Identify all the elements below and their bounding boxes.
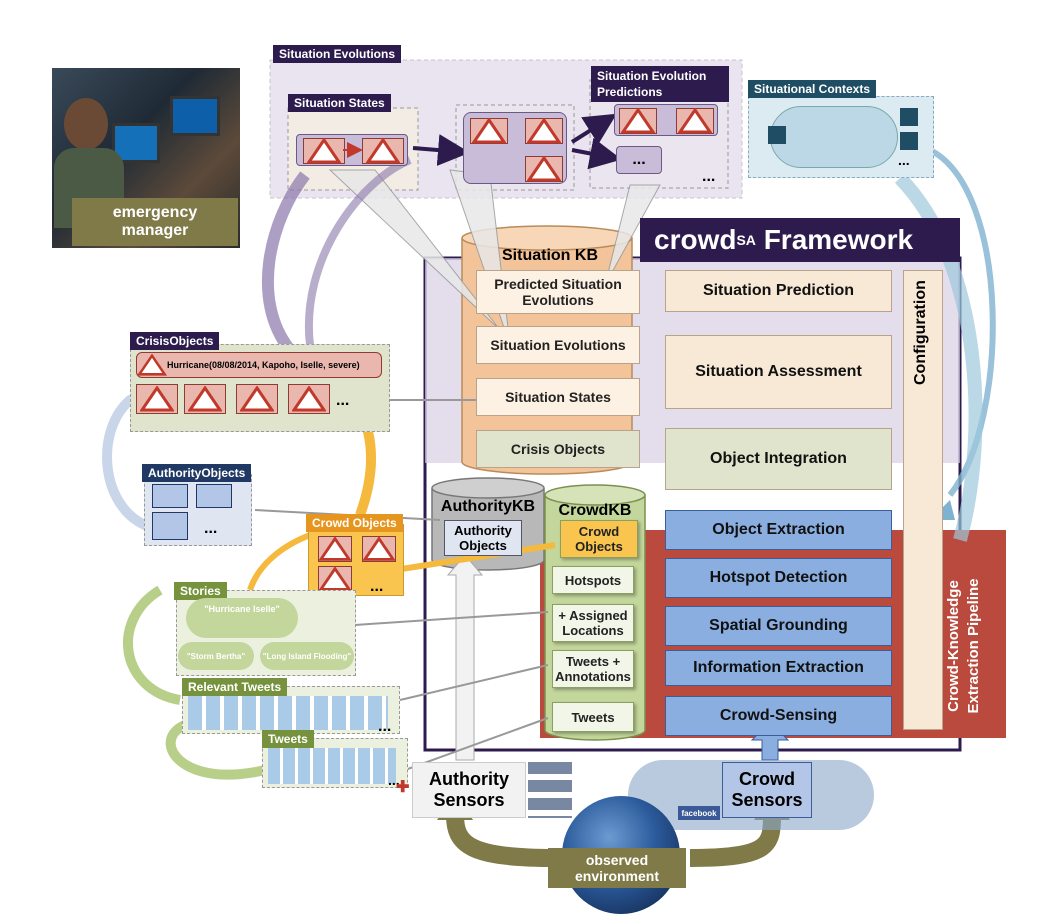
context-node-icon: [900, 108, 918, 126]
authority-kb-title: AuthorityKB: [440, 498, 536, 515]
evolution-state-1[interactable]: [470, 118, 508, 144]
arrow-right-icon: [343, 142, 363, 158]
evolution-state-2[interactable]: [525, 118, 563, 144]
authority-objects-kb[interactable]: Authority Objects: [444, 520, 522, 556]
situation-evolutions-tag: Situation Evolutions: [273, 45, 401, 63]
kb-crisis-objects[interactable]: Crisis Objects: [476, 430, 640, 468]
situation-evolution-predictions-tag: Situation Evolution Predictions: [591, 66, 729, 102]
storm-icon: [319, 536, 351, 561]
tweets-ellipsis: ...: [388, 772, 400, 788]
crisis-objects-ellipsis: ...: [336, 392, 350, 409]
crowd-kb-title: CrowdKB: [558, 502, 632, 519]
monitor-icon: [170, 96, 220, 136]
story-2[interactable]: "Storm Bertha": [178, 642, 254, 670]
crowd-sensing-box[interactable]: Crowd-Sensing: [665, 696, 892, 736]
tweets-tag: Tweets: [262, 730, 314, 748]
situation-state-1[interactable]: [303, 138, 345, 164]
framework-title-main: crowd: [654, 224, 737, 255]
prediction-ellipsis: ...: [702, 168, 716, 185]
framework-title-rest: Framework: [755, 224, 914, 255]
information-extraction-box[interactable]: Information Extraction: [665, 650, 892, 686]
stories-tag: Stories: [174, 582, 227, 600]
crowd-objects-tag: Crowd Objects: [306, 514, 403, 532]
prediction-state-1[interactable]: [619, 108, 657, 134]
flood-icon: [621, 108, 655, 134]
tweets-grid: [268, 748, 396, 784]
authority-objects-tag: AuthorityObjects: [142, 464, 252, 482]
situational-contexts-tag: Situational Contexts: [748, 80, 877, 98]
spatial-grounding-box[interactable]: Spatial Grounding: [665, 606, 892, 646]
emergency-manager-label: emergency manager: [72, 198, 238, 246]
configuration-label: Configuration: [912, 280, 929, 385]
crisis-object-3[interactable]: [236, 384, 278, 414]
authority-object-1[interactable]: [152, 484, 188, 508]
context-node-icon: [900, 132, 918, 150]
framework-title-sup: SA: [736, 232, 756, 248]
configuration-box[interactable]: [903, 270, 943, 730]
pipeline-label: Crowd-Knowledge Extraction Pipeline: [945, 578, 982, 714]
observed-environment-label: observed environment: [548, 848, 686, 888]
crisis-object-2[interactable]: [184, 384, 226, 414]
authority-sensors-box[interactable]: Authority Sensors: [412, 762, 526, 818]
situation-states-tag: Situation States: [288, 94, 391, 112]
crowd-kb-assigned-locations[interactable]: + Assigned Locations: [552, 604, 634, 642]
crowd-kb-tweets-annotations[interactable]: Tweets + Annotations: [552, 650, 634, 688]
hotspot-detection-box[interactable]: Hotspot Detection: [665, 558, 892, 598]
authority-objects-ellipsis: ...: [204, 520, 218, 537]
relevant-tweets-tag: Relevant Tweets: [182, 678, 288, 696]
flood-icon: [363, 536, 395, 561]
lightning-icon: [678, 108, 712, 134]
authority-object-3[interactable]: [152, 512, 188, 540]
evolution-state-3[interactable]: [525, 156, 563, 182]
story-3[interactable]: "Long Island Flooding": [260, 642, 354, 670]
crisis-object-4[interactable]: [288, 384, 330, 414]
situation-kb-title: Situation KB: [502, 247, 598, 264]
person-icon: [64, 98, 108, 150]
crowd-objects-ellipsis: ...: [370, 578, 384, 595]
relevant-tweets-ellipsis: ...: [378, 718, 392, 735]
context-ellipsis: ...: [898, 152, 910, 168]
mountain-icon: [366, 138, 400, 164]
hurricane-record-text: Hurricane(08/08/2014, Kapoho, Iselle, se…: [167, 360, 360, 370]
crisis-objects-tag: CrisisObjects: [130, 332, 220, 350]
crowd-kb-tweets[interactable]: Tweets: [552, 702, 634, 732]
authority-object-2[interactable]: [196, 484, 232, 508]
lightning-icon: [319, 566, 351, 591]
hurricane-record[interactable]: Hurricane(08/08/2014, Kapoho, Iselle, se…: [136, 352, 382, 378]
hurricane-icon: [137, 354, 167, 376]
situation-state-2[interactable]: [362, 138, 404, 164]
object-integration-box[interactable]: Object Integration: [665, 428, 892, 490]
kb-situation-evolutions[interactable]: Situation Evolutions: [476, 326, 640, 364]
kb-predicted-situation-evolutions[interactable]: Predicted Situation Evolutions: [476, 270, 640, 314]
crowd-object-1[interactable]: [318, 536, 352, 562]
facebook-label: facebook: [678, 806, 720, 820]
crowd-object-2[interactable]: [362, 536, 396, 562]
context-cloud: [770, 106, 898, 168]
prediction-state-2[interactable]: [676, 108, 714, 134]
crowd-kb-hotspots[interactable]: Hotspots: [552, 566, 634, 594]
relevant-tweets-grid: [188, 696, 388, 730]
storm-icon: [140, 386, 174, 412]
red-cross-icon: ✚: [396, 779, 410, 796]
crowd-sensors-box[interactable]: Crowd Sensors: [722, 762, 812, 818]
flood-icon: [307, 138, 341, 164]
flood-icon: [472, 118, 506, 144]
crowd-objects-kb[interactable]: Crowd Objects: [560, 520, 638, 558]
mountain-icon: [240, 386, 274, 412]
authority-sensor-icons: [528, 762, 572, 818]
story-1[interactable]: "Hurricane Iselle": [186, 598, 298, 638]
lightning-icon: [292, 386, 326, 412]
crisis-object-1[interactable]: [136, 384, 178, 414]
situation-assessment-box[interactable]: Situation Assessment: [665, 335, 892, 409]
crowd-object-3[interactable]: [318, 566, 352, 592]
lightning-icon: [527, 156, 561, 182]
flood-icon: [188, 386, 222, 412]
prediction-more[interactable]: ...: [616, 146, 662, 174]
situation-prediction-box[interactable]: Situation Prediction: [665, 270, 892, 312]
context-node-icon: [768, 126, 786, 144]
kb-situation-states[interactable]: Situation States: [476, 378, 640, 416]
storm-icon: [527, 118, 561, 144]
object-extraction-box[interactable]: Object Extraction: [665, 510, 892, 550]
